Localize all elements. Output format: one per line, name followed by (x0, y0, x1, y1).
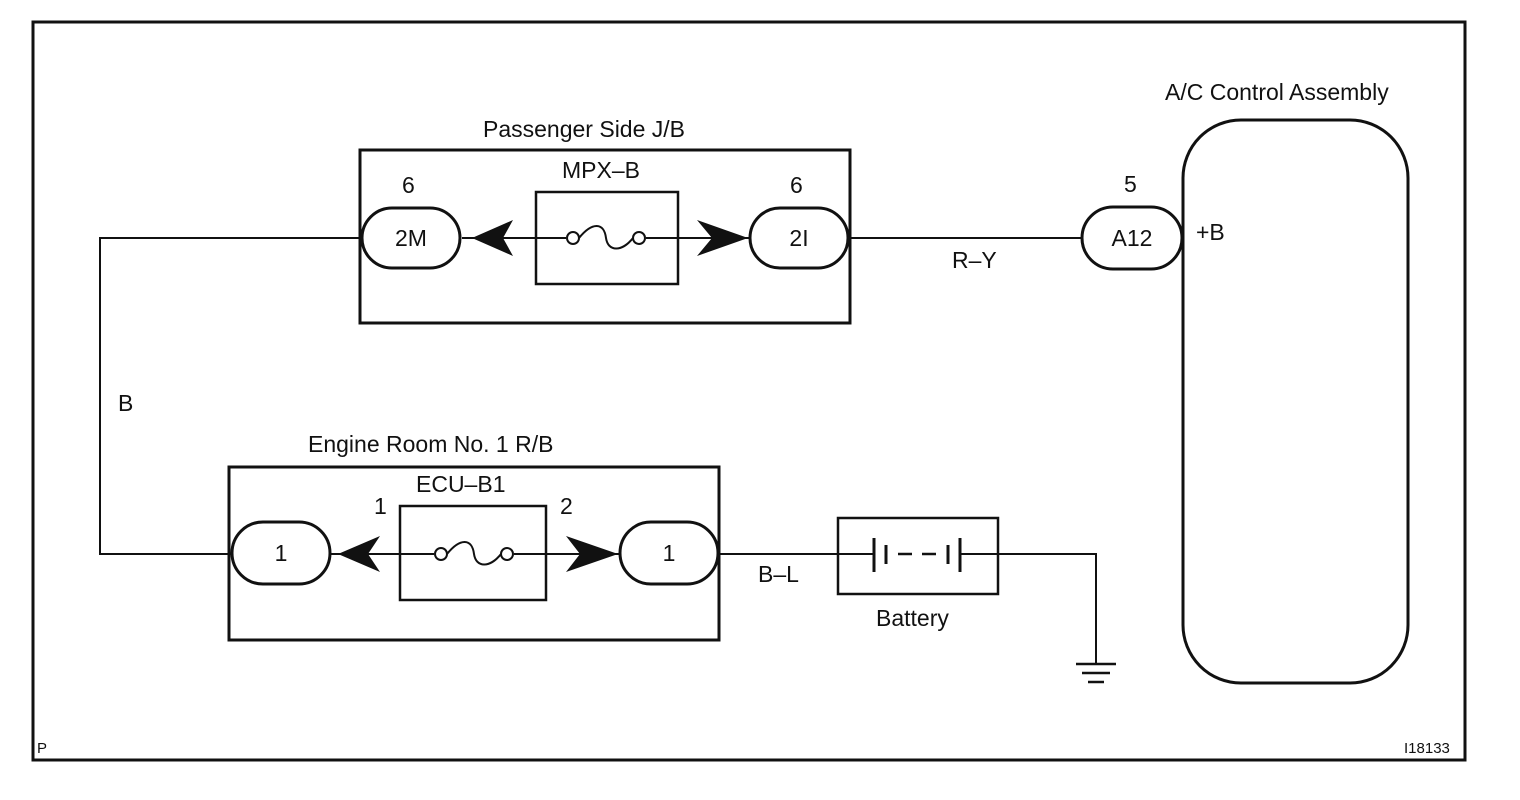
ac-control-terminal-label: +B (1196, 219, 1225, 245)
ac-control-title: A/C Control Assembly (1165, 79, 1389, 105)
ac-control-box (1181, 118, 1410, 685)
battery-icon (838, 538, 998, 572)
battery-label: Battery (876, 605, 949, 631)
mpx-b-fuse-label: MPX–B (562, 157, 640, 183)
connector-rb-left (230, 520, 332, 586)
connector-a12-pin: 5 (1124, 171, 1137, 197)
connector-2i-pin: 6 (790, 172, 803, 198)
figure-id: I18133 (1404, 740, 1450, 757)
wire-b (99, 237, 362, 555)
connector-2i-label: 2I (789, 225, 808, 251)
diagram-frame (31, 20, 1467, 762)
wire-b-l-label: B–L (758, 561, 799, 587)
wire-r-y-label: R–Y (952, 247, 997, 273)
engine-rb-title: Engine Room No. 1 R/B (308, 431, 553, 457)
connector-a12-label: A12 (1112, 225, 1153, 251)
ground-icon (1076, 662, 1116, 684)
connector-2m-pin: 6 (402, 172, 415, 198)
ecu-b1-fuse-label: ECU–B1 (416, 471, 505, 497)
passenger-jb-box (358, 148, 852, 325)
wire-b-label: B (118, 390, 133, 416)
connector-2m-label: 2M (395, 225, 427, 251)
ecu-b1-right-pin: 2 (560, 493, 573, 519)
ecu-b1-right-arrow-icon (566, 536, 618, 572)
corner-label: P (37, 740, 47, 757)
mpx-b-left-arrow-icon (472, 220, 513, 256)
connector-rb-right-label: 1 (663, 540, 676, 566)
passenger-jb-title: Passenger Side J/B (483, 116, 685, 142)
wire-ground (998, 553, 1097, 664)
connector-rb-left-label: 1 (275, 540, 288, 566)
battery-box (836, 516, 1000, 596)
mpx-b-right-arrow-icon (697, 220, 748, 256)
ecu-b1-left-pin: 1 (374, 493, 387, 519)
ecu-b1-left-arrow-icon (338, 536, 380, 572)
